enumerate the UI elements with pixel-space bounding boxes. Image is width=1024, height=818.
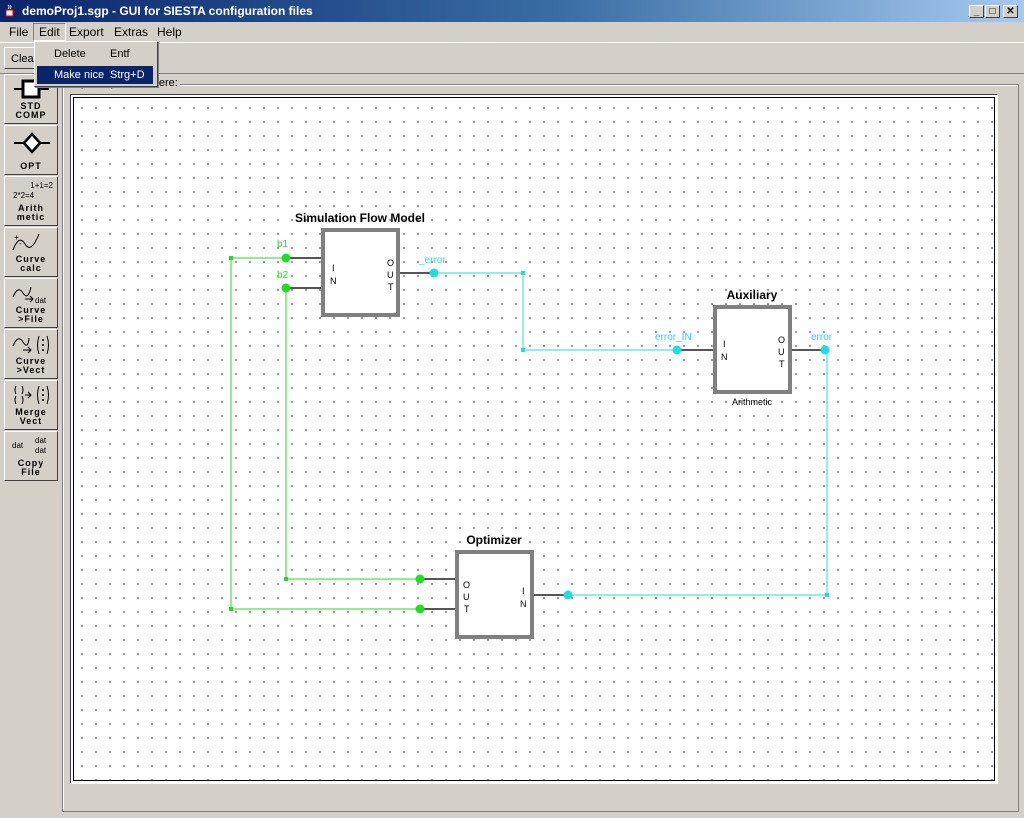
svg-text:I: I [522, 586, 525, 596]
svg-text:-: - [19, 239, 22, 248]
palette-std-comp-label: STD COMP [15, 101, 47, 120]
port-aux-in[interactable] [672, 345, 682, 355]
canvas-groupbox [62, 84, 1019, 812]
curve-file-icon: dat [12, 286, 47, 305]
diagram-canvas-frame: Simulation Flow Model I N O U T b1 b2 _e… [70, 94, 998, 784]
close-icon: ✕ [1006, 6, 1015, 17]
palette-curve-calc-label: Curve calc [15, 254, 47, 273]
palette-copy-file[interactable]: dat dat dat Copy File [4, 431, 58, 481]
palette-arithmetic-label: Arith metic [16, 203, 46, 222]
diagram-svg: Simulation Flow Model I N O U T b1 b2 _e… [229, 211, 833, 639]
port-aux-out[interactable] [820, 345, 830, 355]
label-aux-out: error [811, 332, 833, 343]
copy-file-icon-text-top: dat [35, 436, 47, 445]
palette-curve-vect[interactable]: Curve >Vect [4, 329, 58, 379]
opt-diamond-icon [14, 132, 50, 154]
arithmetic-icon-top: 1+1=2 [30, 181, 53, 190]
label-b1: b1 [277, 239, 289, 250]
port-opt-in[interactable] [563, 590, 573, 600]
svg-text:N: N [721, 352, 728, 362]
menu-item-make-nice[interactable]: Make nice Strg+D [37, 66, 153, 84]
svg-text:T: T [388, 282, 394, 292]
merge-vect-icon [14, 385, 49, 405]
cyan-wire-nodes [521, 271, 829, 597]
svg-text:T: T [779, 359, 785, 369]
svg-text:N: N [330, 276, 337, 286]
menu-file[interactable]: File [9, 25, 29, 39]
port-b2[interactable] [281, 283, 291, 293]
wire-sim-aux[interactable] [434, 272, 677, 351]
svg-text:O: O [463, 580, 470, 590]
maximize-button[interactable]: □ [985, 5, 1000, 18]
menu-edit[interactable]: Edit [33, 23, 66, 41]
block-optimizer[interactable]: Optimizer O U T I N [415, 533, 573, 639]
block-auxiliary[interactable]: Auxiliary I N O U T Arithmetic error_IN … [655, 288, 833, 407]
menu-extras[interactable]: Extras [114, 25, 149, 39]
palette-curve-calc[interactable]: + - Curve calc [4, 227, 58, 277]
edit-menu-dropdown: Delete Entf Make nice Strg+D [34, 41, 158, 87]
green-wire-nodes [229, 256, 288, 611]
optimizer-block-title: Optimizer [466, 533, 522, 547]
arithmetic-icon-bottom: 2*2=4 [13, 191, 35, 200]
palette-curve-vect-label: Curve >Vect [15, 356, 47, 375]
menu-item-delete-accel: Entf [110, 48, 130, 60]
close-button[interactable]: ✕ [1003, 5, 1018, 18]
svg-text:+: + [14, 233, 19, 242]
label-b2: b2 [277, 270, 289, 281]
palette-merge-vect-label: Merge Vect [15, 407, 47, 426]
aux-block-title: Auxiliary [727, 288, 778, 302]
palette-curve-file-label: Curve >File [15, 305, 47, 324]
block-simulation-flow-model[interactable]: Simulation Flow Model I N O U T b1 b2 _e… [277, 211, 446, 317]
window-title: demoProj1.sgp - GUI for SIESTA configura… [22, 4, 313, 18]
palette-std-comp[interactable]: STD COMP [4, 74, 58, 124]
port-opt-out-1[interactable] [415, 574, 425, 584]
svg-text:T: T [464, 604, 470, 614]
label-sim-out: _error [418, 255, 446, 266]
label-aux-in: error_IN [655, 332, 692, 343]
svg-text:O: O [387, 258, 394, 268]
copy-file-icon: dat dat dat [12, 436, 47, 455]
svg-text:N: N [520, 599, 527, 609]
std-comp-icon [14, 79, 49, 99]
curve-calc-icon: + - [12, 233, 40, 251]
svg-text:U: U [387, 270, 394, 280]
minimize-icon: _ [973, 6, 980, 17]
menubar: File Edit Export Extras Help [0, 22, 1024, 42]
palette-merge-vect[interactable]: Merge Vect [4, 380, 58, 430]
diagram-canvas[interactable]: Simulation Flow Model I N O U T b1 b2 _e… [73, 97, 995, 781]
wire-b1-optimizer[interactable] [230, 257, 420, 610]
copy-file-icon-text-bottom: dat [35, 446, 47, 455]
java-cup-icon [5, 4, 15, 17]
svg-text:U: U [463, 592, 470, 602]
menu-item-make-nice-label: Make nice [54, 69, 105, 81]
maximize-icon: □ [989, 6, 996, 17]
palette-opt[interactable]: OPT [4, 125, 58, 175]
palette-copy-file-label: Copy File [17, 458, 45, 477]
palette-arithmetic[interactable]: 1+1=2 2*2=4 Arith metic [4, 176, 58, 226]
arithmetic-icon: 1+1=2 2*2=4 [13, 181, 54, 200]
window-titlebar: demoProj1.sgp - GUI for SIESTA configura… [0, 0, 1024, 22]
copy-file-icon-text-left: dat [12, 441, 24, 450]
aux-block-subtitle: Arithmetic [732, 397, 773, 407]
wire-b2-optimizer[interactable] [285, 288, 420, 580]
port-opt-out-2[interactable] [415, 604, 425, 614]
svg-text:U: U [778, 347, 785, 357]
palette-opt-label: OPT [20, 161, 42, 171]
menu-item-make-nice-accel: Strg+D [110, 69, 145, 81]
curve-vect-icon [12, 335, 49, 355]
palette-curve-file[interactable]: dat Curve >File [4, 278, 58, 328]
menu-item-delete-label: Delete [54, 48, 86, 60]
svg-text:I: I [723, 339, 726, 349]
minimize-button[interactable]: _ [969, 5, 984, 18]
sim-block-title: Simulation Flow Model [295, 211, 425, 225]
svg-text:O: O [778, 335, 785, 345]
port-sim-out[interactable] [429, 268, 439, 278]
svg-text:I: I [332, 263, 335, 273]
port-b1[interactable] [281, 253, 291, 263]
menu-item-delete[interactable]: Delete Entf [37, 45, 153, 63]
menu-help[interactable]: Help [157, 25, 182, 39]
curve-file-icon-text: dat [35, 296, 47, 305]
menu-export[interactable]: Export [69, 25, 104, 39]
